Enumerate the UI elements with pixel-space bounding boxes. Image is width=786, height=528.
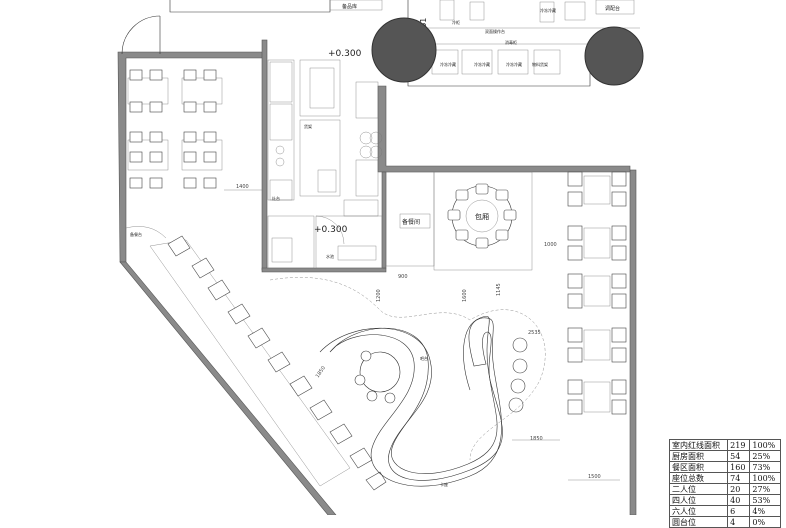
bar-stools [508,337,528,413]
bar-label: 吧台 [420,355,428,361]
row-name: 二人位 [668,483,729,495]
row-name: 圆台位 [668,516,729,528]
label-fridge: 冷柜 [452,19,460,25]
dim-900: 900 [398,274,408,280]
private-room-label: 包厢 [475,212,489,221]
row-name: 四人位 [668,494,729,506]
row-pct: 100% [749,439,781,451]
label-counter-3: 冷冻冷藏 [506,61,522,67]
entrance-door [121,15,161,55]
dining-table-group-left: 1400 [127,69,262,191]
row-name: 厨房面积 [668,450,729,462]
row-value: 20 [727,483,751,495]
center-dimensions: 900 1200 1600 1145 1850 1500 [376,274,620,481]
booth-seating-diagonal: 1850 [149,235,387,491]
circulation-path [269,277,546,461]
label-sterilizer: 消毒柜 [505,39,517,45]
serpentine-bar: 吧台 [319,316,503,487]
top-structure: 备品库 调配台 [169,0,635,15]
table-4p-4 [181,131,223,189]
dim-1400: 1400 [236,184,249,190]
label-sink: 水池 [326,253,334,259]
dim-1000: 1000 [544,242,557,248]
dim-1145: 1145 [496,283,502,296]
label-stove: 灶台 [272,195,280,201]
seat-label: 卡座 [440,481,448,487]
room-label-storage: 备品库 [342,3,357,10]
row-value: 74 [727,472,751,484]
dish-room: 备餐间 [385,171,435,267]
upper-kitchen: 冷柜 双面操作台 消毒柜 冷冻冷藏 冷冻冷藏 冷冻冷藏 冷冻冷藏 物料货架 10… [371,0,644,87]
row-value: 219 [727,439,751,451]
row-value: 40 [727,494,751,506]
prep-table [125,226,167,239]
dim-2535: 2535 [528,330,541,336]
outer-walls [117,39,637,515]
row-name: 座位总数 [668,472,729,484]
label-shelf: 货架 [304,123,312,129]
label-freezer-top: 冷冻冷藏 [540,7,556,13]
column-right [584,26,644,86]
label-counter-1: 冷冻冷藏 [440,61,456,67]
dim-1600: 1600 [462,289,468,302]
table-4p-2 [181,69,223,113]
row-pct: 100% [749,472,781,484]
floor-plan: 备品库 调配台 冷柜 双面操作台 消毒柜 冷冻冷藏 冷冻冷藏 冷冻冷藏 冷冻冷藏… [117,0,644,515]
table-4p-1 [127,69,169,113]
table-4p-3 [127,131,169,189]
label-counter-2: 冷冻冷藏 [474,61,490,67]
kitchen-area: 灶台 货架 +0.300 +0.300 水池 [267,49,383,269]
label-double-table: 双面操作台 [485,28,505,34]
elevation-marker-lower: +0.300 [314,225,348,235]
label-counter-4: 物料货架 [532,61,548,67]
row-pct: 0% [749,516,781,528]
row-name: 室内红线面积 [668,439,729,451]
column-left [371,17,437,83]
label-prep: 备餐台 [130,231,142,237]
dim-1200: 1200 [376,289,382,302]
row-pct: 25% [749,450,781,462]
dining-table-group-right: 2535 [528,171,627,415]
row-value: 160 [727,461,751,473]
row-value: 4 [727,516,751,528]
dim-1850b: 1850 [530,436,543,442]
dim-1500: 1500 [588,474,601,480]
dish-room-label: 备餐间 [402,218,420,226]
room-label-mix: 调配台 [605,5,620,12]
private-room: 包厢 1000 [433,171,557,271]
elevation-marker-top: +0.300 [328,49,362,59]
row-pct: 53% [749,494,781,506]
dim-diagonal: 1850 [315,365,327,379]
row-pct: 73% [749,461,781,473]
row-name: 餐区面积 [668,461,729,473]
row-value: 54 [727,450,751,462]
row-pct: 27% [749,483,781,495]
